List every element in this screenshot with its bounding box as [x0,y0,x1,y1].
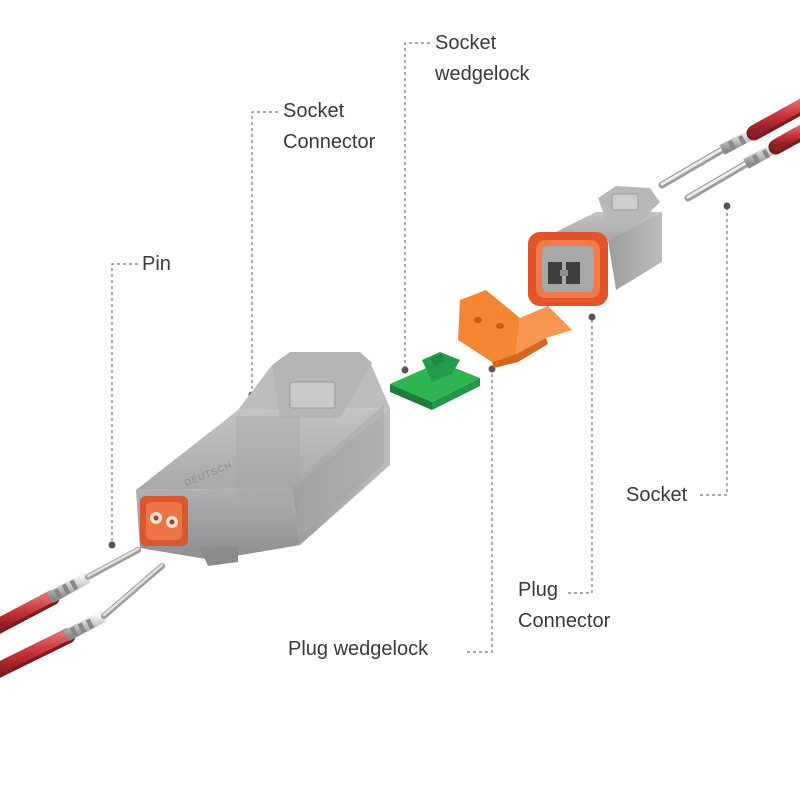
label-socket-connector: Socket Connector [283,96,375,158]
socket-wire-upper [658,98,800,189]
label-plug-wedgelock: Plug wedgelock [288,638,429,660]
socket-connector-housing [136,352,390,566]
label-socket: Socket [626,484,688,506]
label-plug-connector: Plug Connector [518,575,610,637]
plug-wedgelock-part [458,290,572,368]
label-pin: Pin [142,253,171,275]
pin-wire-upper [0,547,141,634]
socket-wire-lower [684,124,800,202]
leader-line-socket-wedgelock [404,42,430,370]
leader-dot-socket [723,202,731,210]
leader-lines [111,42,728,653]
leader-dot-socket-wedgelock [401,366,409,374]
leader-dot-plug-connector [588,313,596,321]
label-socket-connector-line-2: Connector [283,131,376,153]
leader-line-socket [700,206,728,496]
socket-wedgelock-part [390,352,480,410]
leader-line-plug-connector [568,317,593,594]
plug-connector-housing [528,186,662,306]
label-socket-wedgelock-line-2: wedgelock [435,63,530,85]
pin-wire-lower [0,563,165,678]
label-socket-connector-line-1: Socket [283,100,345,122]
label-socket-wedgelock-line-1: Socket [435,32,497,54]
leader-line-plug-wedgelock [467,369,493,653]
leader-line-pin [111,263,138,545]
label-plug-connector-line-2: Connector [518,610,611,632]
leader-dot-pin [108,541,116,549]
leader-line-socket-connector [251,111,278,395]
label-socket-wedgelock: Socket wedgelock [435,28,530,90]
label-plug-connector-line-1: Plug [518,579,559,601]
